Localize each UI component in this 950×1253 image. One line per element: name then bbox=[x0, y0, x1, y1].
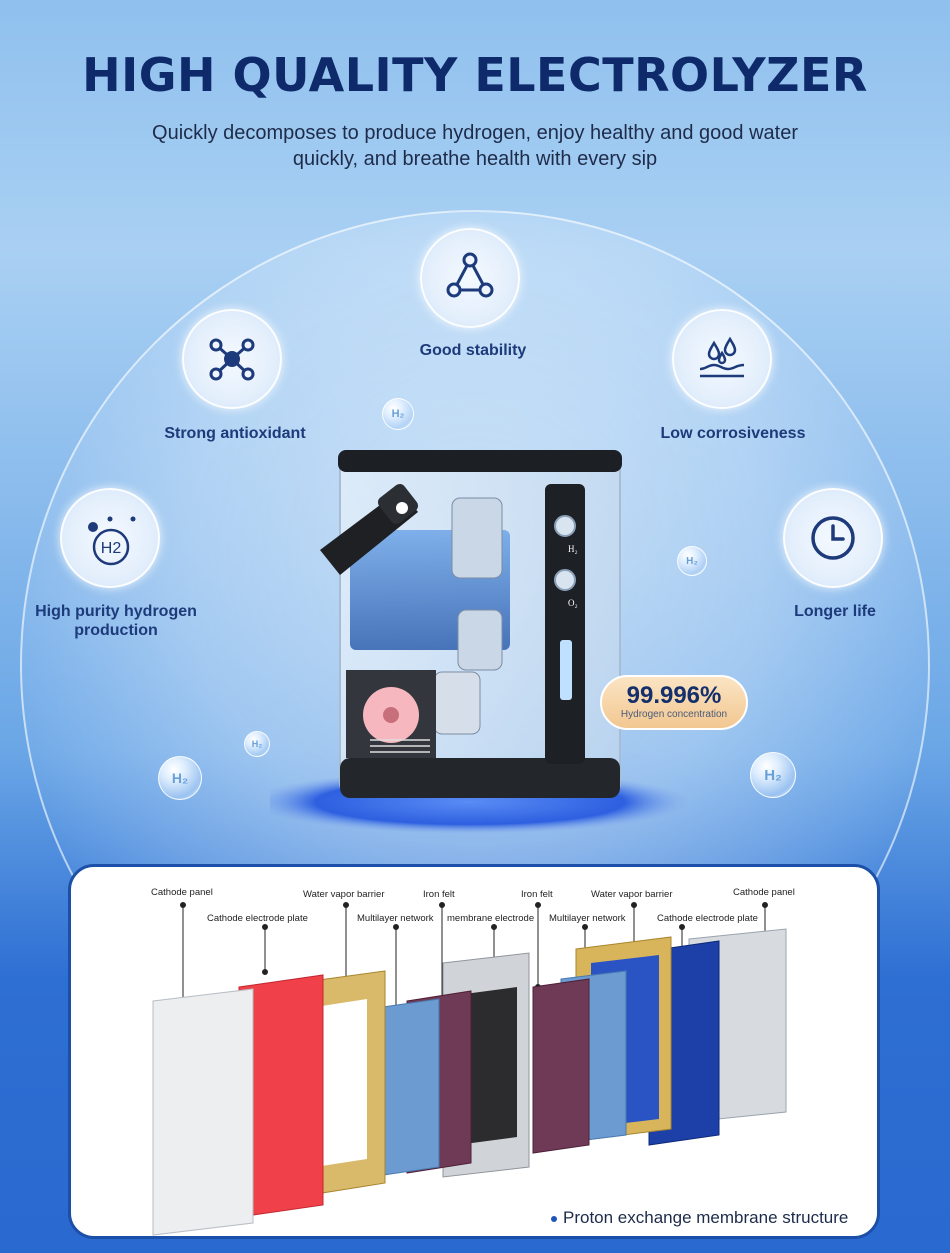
hydrogen-concentration-caption: Hydrogen concentration bbox=[620, 709, 728, 720]
h2-bubble-icon: H₂ bbox=[382, 398, 414, 430]
label-multilayer-network-right: Multilayer network bbox=[549, 913, 626, 924]
hydrogen-concentration-value: 99.996% bbox=[626, 682, 722, 709]
feature-strong-antioxidant-badge bbox=[182, 309, 282, 409]
triangle-nodes-icon bbox=[446, 252, 494, 298]
label-multilayer-network-left: Multilayer network bbox=[357, 913, 434, 924]
diagram-caption: Proton exchange membrane structure bbox=[551, 1208, 848, 1228]
plate-multilayer-network-left bbox=[382, 998, 440, 1176]
membrane-structure-panel: Cathode panel Water vapor barrier Iron f… bbox=[68, 864, 880, 1239]
plate-iron-felt-right bbox=[532, 978, 590, 1154]
feature-good-stability-badge bbox=[420, 228, 520, 328]
label-iron-felt-left: Iron felt bbox=[423, 889, 455, 900]
device-o2-label: O₂ bbox=[568, 598, 578, 608]
label-cathode-panel-left: Cathode panel bbox=[151, 887, 213, 898]
water-drops-icon bbox=[699, 336, 745, 378]
h2-bubbles-icon: H2 bbox=[88, 516, 136, 566]
feature-longer-life-label: Longer life bbox=[794, 603, 876, 620]
electrolyzer-device-image: H₂ O₂ bbox=[270, 450, 690, 834]
feature-longer-life-badge bbox=[783, 488, 883, 588]
feature-low-corrosiveness-badge bbox=[672, 309, 772, 409]
feature-high-purity-badge: H2 bbox=[60, 488, 160, 588]
page-title: HIGH QUALITY ELECTROLYZER bbox=[82, 48, 868, 102]
hydrogen-concentration-badge: 99.996% Hydrogen concentration bbox=[600, 675, 748, 730]
label-cathode-panel-right: Cathode panel bbox=[733, 887, 795, 898]
feature-good-stability-label: Good stability bbox=[419, 342, 527, 359]
label-cathode-electrode-plate-right: Cathode electrode plate bbox=[657, 913, 758, 924]
label-iron-felt-right: Iron felt bbox=[521, 889, 553, 900]
clock-icon bbox=[811, 516, 855, 560]
h2-bubble-icon: H₂ bbox=[677, 546, 707, 576]
label-membrane-electrode: membrane electrode bbox=[447, 913, 534, 924]
molecule-icon bbox=[209, 338, 255, 381]
page-subtitle: Quickly decomposes to produce hydrogen, … bbox=[152, 122, 798, 170]
h2-bubble-icon: H₂ bbox=[158, 756, 202, 800]
exploded-membrane-diagram: Cathode panel Water vapor barrier Iron f… bbox=[151, 887, 795, 1236]
label-cathode-electrode-plate-left: Cathode electrode plate bbox=[207, 913, 308, 924]
feature-high-purity-label: High purity hydrogen production bbox=[35, 603, 197, 639]
label-water-vapor-barrier-left: Water vapor barrier bbox=[303, 889, 384, 900]
caption-bullet-icon bbox=[551, 1215, 557, 1222]
device-h2-label: H₂ bbox=[568, 544, 578, 554]
feature-strong-antioxidant-label: Strong antioxidant bbox=[164, 425, 306, 442]
feature-low-corrosiveness-label: Low corrosiveness bbox=[660, 425, 806, 442]
h2-bubble-icon: H₂ bbox=[244, 731, 270, 757]
h2-icon-text: H2 bbox=[101, 540, 122, 557]
plate-cathode-panel-left bbox=[152, 988, 254, 1236]
label-water-vapor-barrier-right: Water vapor barrier bbox=[591, 889, 672, 900]
h2-bubble-icon: H₂ bbox=[750, 752, 796, 798]
